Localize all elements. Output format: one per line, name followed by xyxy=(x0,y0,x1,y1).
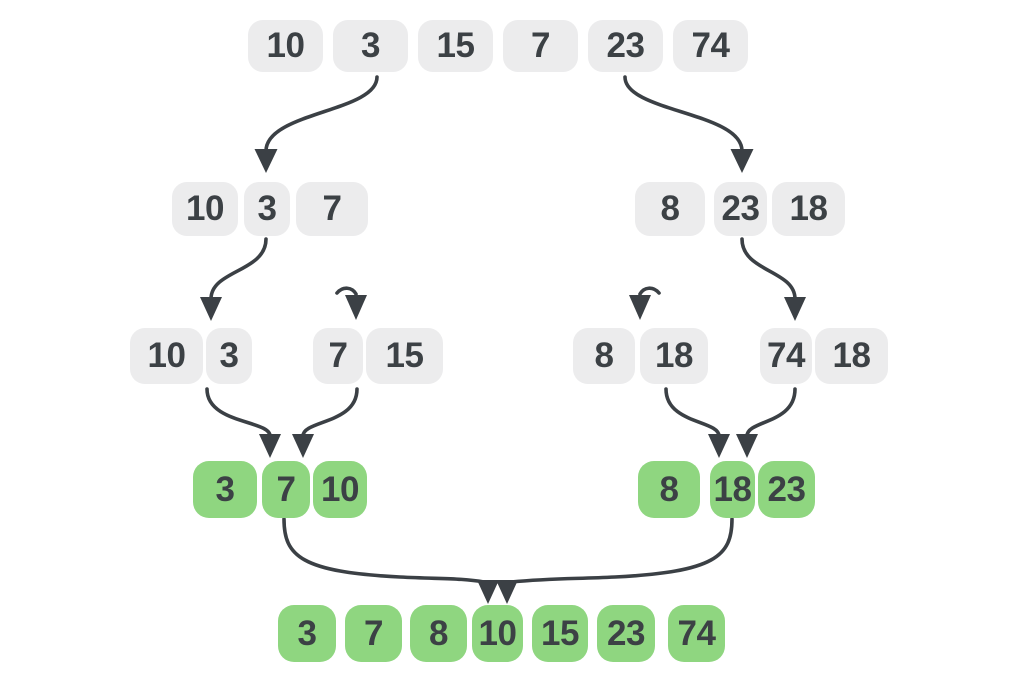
node-l0-15: 15 xyxy=(418,20,493,72)
node-l3L-3: 3 xyxy=(193,461,257,518)
node-l4-10: 10 xyxy=(472,605,523,662)
node-l0-3: 3 xyxy=(333,20,408,72)
node-l1R-23: 23 xyxy=(714,182,767,236)
node-l1R-8: 8 xyxy=(635,182,705,236)
node-l3L-10: 10 xyxy=(313,461,367,518)
node-l4-74: 74 xyxy=(668,605,725,662)
node-l0-74: 74 xyxy=(673,20,748,72)
node-l2Ra-18: 18 xyxy=(640,328,708,384)
node-l0-23: 23 xyxy=(588,20,663,72)
node-l4-7: 7 xyxy=(345,605,402,662)
node-l1R-18: 18 xyxy=(772,182,845,236)
node-l1L-10: 10 xyxy=(172,182,238,236)
node-l3R-8: 8 xyxy=(638,461,700,518)
node-l3L-7: 7 xyxy=(262,461,310,518)
merge-arrow-left-b xyxy=(292,387,359,458)
split-arrow-row2-right xyxy=(740,237,806,321)
node-l2La-3: 3 xyxy=(206,328,252,384)
node-l3R-18: 18 xyxy=(710,461,755,518)
node-l2La-10: 10 xyxy=(130,328,203,384)
node-l2Lb-15: 15 xyxy=(366,328,443,384)
node-l1L-7: 7 xyxy=(296,182,368,236)
merge-arrow-right-a xyxy=(664,387,730,458)
split-arrow-top-right xyxy=(623,75,754,173)
node-l0-7: 7 xyxy=(503,20,578,72)
merge-arrow-right-b xyxy=(736,387,797,458)
hook-arrow-row3-right xyxy=(629,286,661,320)
merge-arrow-left-a xyxy=(205,387,281,458)
node-l2Rb-74: 74 xyxy=(760,328,812,384)
hook-arrow-row3-left xyxy=(335,286,367,320)
node-l2Lb-7: 7 xyxy=(313,328,363,384)
node-l2Rb-18: 18 xyxy=(815,328,888,384)
final-merge-arrow-right xyxy=(496,517,734,604)
node-l0-10: 10 xyxy=(248,20,323,72)
split-arrow-row2-left xyxy=(200,237,268,321)
node-l4-3: 3 xyxy=(278,605,336,662)
split-arrow-top-left xyxy=(254,75,379,173)
node-l1L-3: 3 xyxy=(244,182,290,236)
node-l4-8: 8 xyxy=(410,605,467,662)
node-l4-23: 23 xyxy=(597,605,655,662)
node-l2Ra-8: 8 xyxy=(573,328,635,384)
node-l4-15: 15 xyxy=(532,605,588,662)
final-merge-arrow-left xyxy=(282,517,499,604)
node-l3R-23: 23 xyxy=(758,461,815,518)
